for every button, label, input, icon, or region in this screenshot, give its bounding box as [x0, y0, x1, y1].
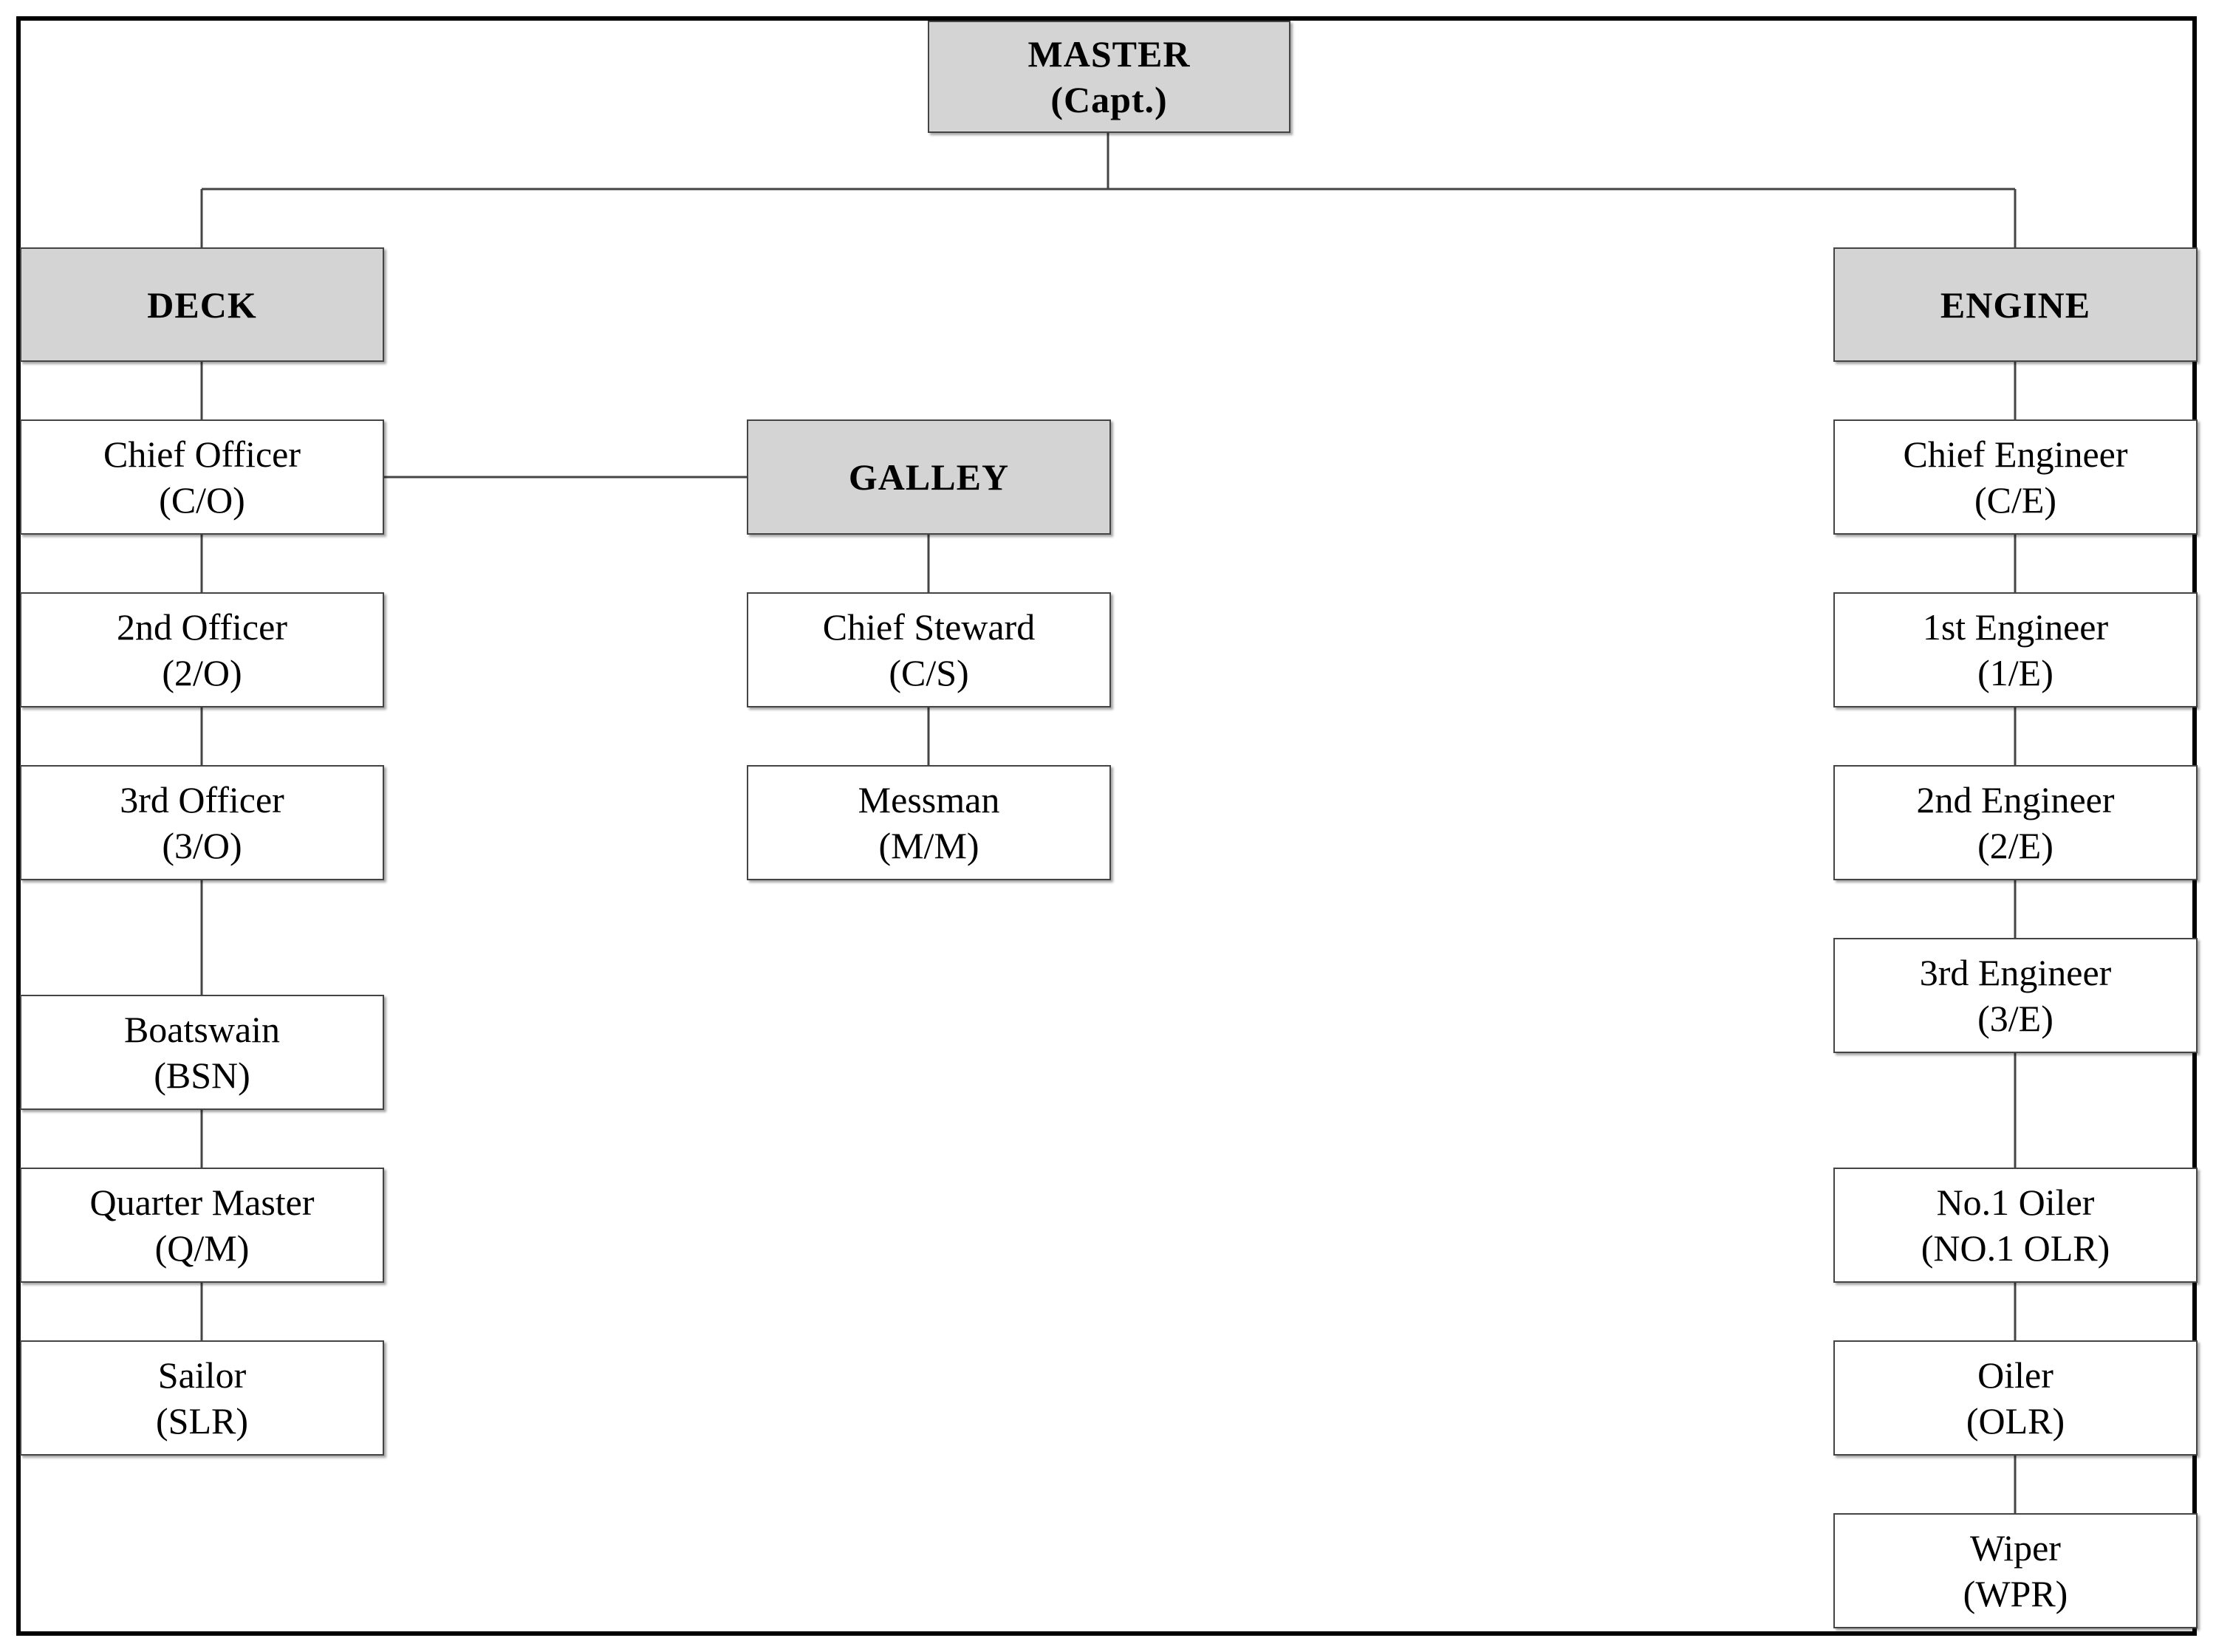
node-abbr: (OLR): [1966, 1400, 2065, 1442]
master-node: MASTER (Capt.): [928, 21, 1290, 133]
node-abbr: (Capt.): [1050, 79, 1168, 120]
chief-engineer-node: Chief Engineer (C/E): [1833, 419, 2198, 535]
oiler-node: Oiler (OLR): [1833, 1340, 2198, 1456]
second-engineer-node: 2nd Engineer (2/E): [1833, 765, 2198, 880]
deck-department-node: DECK: [20, 247, 384, 362]
node-abbr: (C/E): [1974, 479, 2057, 521]
node-title: Chief Steward: [822, 606, 1036, 648]
node-abbr: (3/E): [1977, 998, 2053, 1039]
quarter-master-node: Quarter Master (Q/M): [20, 1168, 384, 1283]
sailor-node: Sailor (SLR): [20, 1340, 384, 1456]
node-abbr: (NO.1 OLR): [1921, 1227, 2110, 1269]
node-title: 3rd Officer: [120, 779, 284, 820]
node-title: Sailor: [157, 1354, 247, 1396]
node-title: No.1 Oiler: [1936, 1182, 2095, 1223]
node-title: 3rd Engineer: [1919, 952, 2112, 993]
node-title: Chief Officer: [103, 433, 301, 475]
chief-steward-node: Chief Steward (C/S): [747, 592, 1111, 707]
node-abbr: (2/O): [162, 652, 242, 693]
node-abbr: (SLR): [156, 1400, 248, 1442]
node-abbr: (3/O): [162, 825, 242, 866]
boatswain-node: Boatswain (BSN): [20, 995, 384, 1110]
node-title: Oiler: [1977, 1354, 2053, 1396]
node-title: Wiper: [1970, 1527, 2061, 1569]
node-abbr: (C/O): [159, 479, 245, 521]
node-title: ENGINE: [1940, 284, 2091, 326]
third-engineer-node: 3rd Engineer (3/E): [1833, 938, 2198, 1053]
node-abbr: (Q/M): [154, 1227, 250, 1269]
chief-officer-node: Chief Officer (C/O): [20, 419, 384, 535]
node-title: Chief Engineer: [1903, 433, 2128, 475]
node-abbr: (BSN): [154, 1055, 250, 1096]
no1-oiler-node: No.1 Oiler (NO.1 OLR): [1833, 1168, 2198, 1283]
node-title: Messman: [858, 779, 1000, 820]
node-title: 2nd Engineer: [1916, 779, 2115, 820]
second-officer-node: 2nd Officer (2/O): [20, 592, 384, 707]
node-title: MASTER: [1027, 33, 1191, 75]
node-abbr: (WPR): [1963, 1573, 2068, 1614]
galley-department-node: GALLEY: [747, 419, 1111, 535]
node-abbr: (2/E): [1977, 825, 2053, 866]
messman-node: Messman (M/M): [747, 765, 1111, 880]
node-abbr: (1/E): [1977, 652, 2053, 693]
node-title: Quarter Master: [89, 1182, 315, 1223]
node-title: Boatswain: [123, 1009, 281, 1050]
third-officer-node: 3rd Officer (3/O): [20, 765, 384, 880]
wiper-node: Wiper (WPR): [1833, 1513, 2198, 1628]
node-title: 2nd Officer: [117, 606, 287, 648]
node-title: DECK: [147, 284, 257, 326]
node-title: 1st Engineer: [1922, 606, 2109, 648]
node-abbr: (C/S): [889, 652, 969, 693]
first-engineer-node: 1st Engineer (1/E): [1833, 592, 2198, 707]
node-abbr: (M/M): [878, 825, 979, 866]
engine-department-node: ENGINE: [1833, 247, 2198, 362]
node-title: GALLEY: [848, 456, 1010, 498]
